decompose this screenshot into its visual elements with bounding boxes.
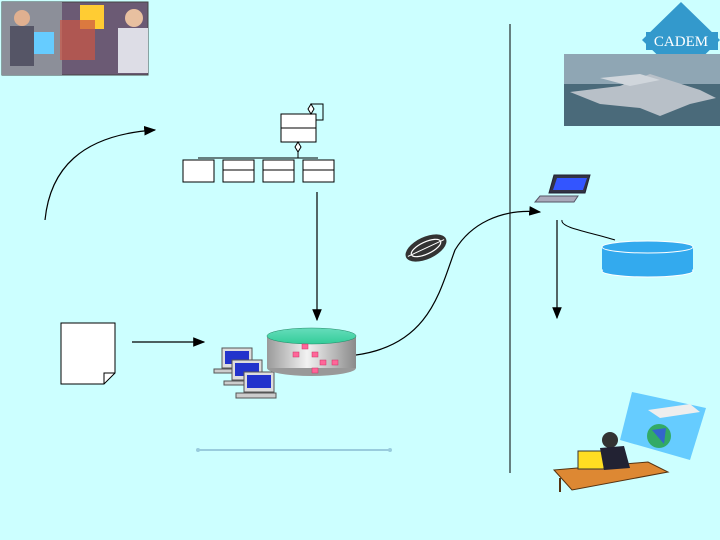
laptop-icon: [533, 174, 591, 203]
storage-cylinder-icon: [601, 240, 694, 278]
engineers-photo-icon: [1, 1, 149, 76]
remote-operator-desk-icon: [552, 392, 706, 492]
laptop-to-cylinder-line: [561, 219, 616, 241]
database-icon: [266, 327, 357, 376]
workstations-icon: [213, 347, 277, 399]
curved-arrow-top-left: [44, 125, 157, 221]
class-hierarchy-diagram-icon: [182, 103, 335, 183]
fighter-jet-photo-icon: [564, 54, 720, 126]
satellite-link-icon: [405, 234, 447, 262]
cadem-logo-text: CADEM: [654, 34, 708, 50]
document-icon: [60, 322, 116, 385]
curved-arrow-database-to-laptop: [355, 206, 542, 356]
